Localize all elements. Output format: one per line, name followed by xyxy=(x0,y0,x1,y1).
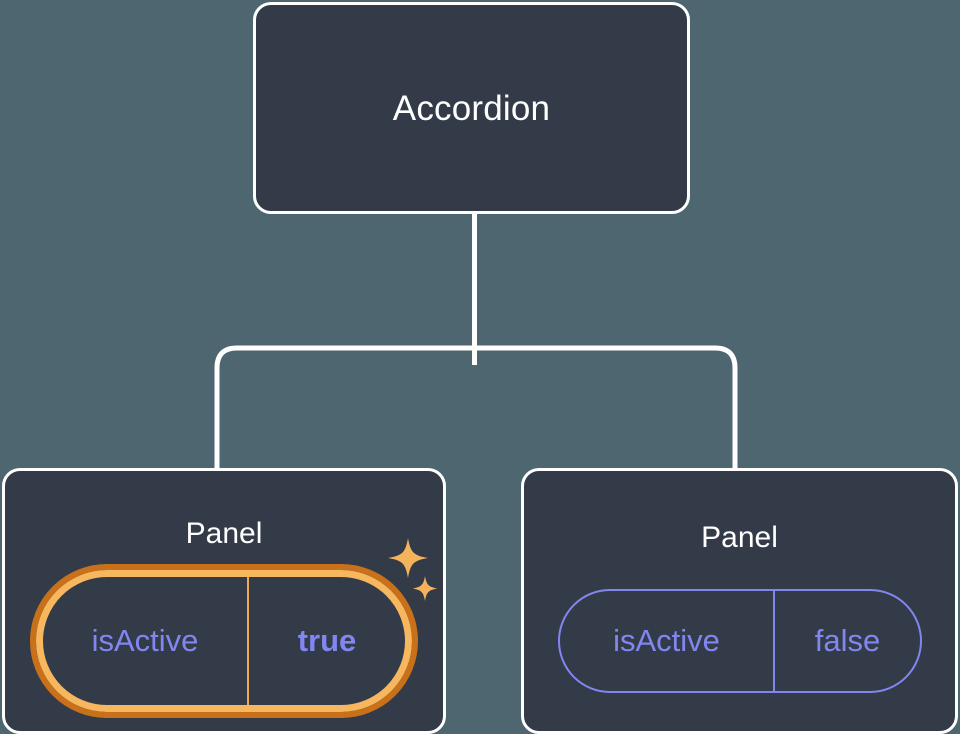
node-accordion[interactable]: Accordion xyxy=(253,2,690,214)
prop-value-label: true xyxy=(297,623,357,658)
prop-name-label: isActive xyxy=(560,591,775,691)
prop-name-label: isActive xyxy=(43,577,249,705)
prop-pill-isactive-false[interactable]: isActive false xyxy=(558,589,922,693)
prop-pill-isactive-true[interactable]: isActive true xyxy=(30,564,418,718)
connector-branch-bus xyxy=(214,345,738,468)
node-accordion-title: Accordion xyxy=(392,88,551,128)
node-panel-inactive-title: Panel xyxy=(701,521,778,554)
node-panel-active-title: Panel xyxy=(185,517,263,550)
prop-value-label: false xyxy=(814,623,881,658)
